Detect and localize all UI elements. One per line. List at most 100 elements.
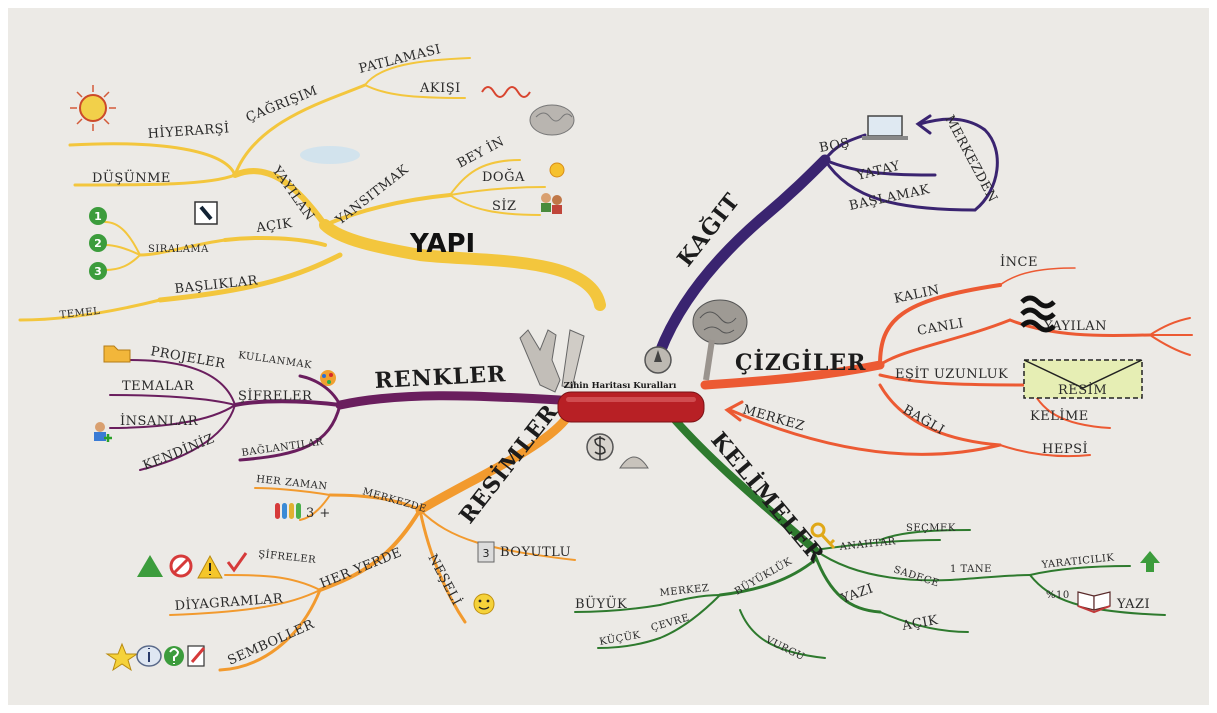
yapi-line-temel xyxy=(18,298,162,322)
pills-icon xyxy=(275,503,301,519)
label-insanlar: İNSANLAR xyxy=(120,412,199,429)
renkler-labels: RENKLER PROJELER KULLANMAK TEMALAR ŞİFRE… xyxy=(120,344,507,474)
kelimeler-line-buyuk xyxy=(574,604,661,613)
resimler-line-merkezde xyxy=(328,493,422,512)
kelimeler-line-yazi xyxy=(813,553,882,614)
yapi-line-dusunme xyxy=(73,173,237,187)
cizgiler-line-merkez xyxy=(728,408,1002,456)
help-icon xyxy=(164,646,184,666)
yapi-line-num2 xyxy=(104,244,141,256)
label-merkezde: MERKEZDE xyxy=(361,486,428,515)
brain-icon xyxy=(529,104,575,136)
kelimeler-line-buyukluk xyxy=(718,558,817,597)
kagit-labels: KAĞIT BOŞ YATAY BAŞLAMAK MERKEZDEN xyxy=(671,113,1000,272)
key-icon xyxy=(810,522,836,550)
resimler-line-her-zaman xyxy=(254,487,331,496)
yapi-line-basliklar xyxy=(157,252,343,303)
branch-cizgiler xyxy=(700,267,1193,458)
label-akisi: AKIŞI xyxy=(419,81,461,96)
arrow-up-icon xyxy=(1140,551,1160,572)
kelimeler-title: KELİMELER xyxy=(705,426,831,568)
checkmark-icon xyxy=(226,552,248,573)
label-boyutlu: BOYUTLU xyxy=(500,545,571,560)
cizgiler-fork-3 xyxy=(1149,334,1191,356)
resimler-icons: 3 xyxy=(105,503,495,672)
people-icon xyxy=(541,193,562,214)
label-merkez-k: MERKEZ xyxy=(659,583,710,599)
label-merkezden: MERKEZDEN xyxy=(941,113,1000,205)
resimler-line-semboller xyxy=(218,588,322,672)
label-semboller: SEMBOLLER xyxy=(226,617,318,669)
yapi-line-num3 xyxy=(104,254,141,271)
center-knife-shine xyxy=(566,397,696,402)
yapi-line-akisi xyxy=(364,84,466,99)
kagit-line-baslamak xyxy=(823,158,977,212)
kelimeler-line-cevre xyxy=(659,594,721,639)
label-acik: AÇIK xyxy=(254,216,293,236)
label-merkez-c: MERKEZ xyxy=(741,402,806,434)
label-sadece: SADECE xyxy=(892,564,940,589)
renkler-line-sifreler xyxy=(233,399,342,407)
kelimeler-line-vurgu xyxy=(739,609,826,659)
color-palette-icon xyxy=(320,370,336,386)
branch-kelimeler xyxy=(574,416,1166,659)
kelimeler-line-merkez xyxy=(659,594,721,606)
center-title: Zihin Haritası Kuralları xyxy=(564,381,677,391)
kelimeler-line-sadece xyxy=(814,549,951,582)
document-icon xyxy=(194,201,218,225)
resimler-line-threeplus xyxy=(299,494,331,521)
label-baslamak: BAŞLAMAK xyxy=(848,182,932,214)
label-kullanmak: KULLANMAK xyxy=(238,350,313,371)
water-ripple-icon xyxy=(300,146,360,164)
resimler-title: RESİMLER xyxy=(453,398,564,529)
renkler-line-baglantilar xyxy=(238,403,342,462)
kagit-main-line xyxy=(654,154,831,358)
yapi-line-siz xyxy=(449,194,541,216)
smiley-icon xyxy=(473,593,495,615)
label-doga: DOĞA xyxy=(482,168,525,185)
sun-burst-icon xyxy=(70,85,116,131)
label-resim: RESİM xyxy=(1058,381,1107,398)
yapi-line-beyin xyxy=(449,159,521,196)
edit-document-icon xyxy=(187,645,206,667)
cizgiler-title: ÇİZGİLER xyxy=(735,348,866,376)
label-dusunme: DÜŞÜNME xyxy=(92,169,171,186)
laptop-icon xyxy=(862,115,908,140)
label-sifreler-r: ŞİFRELER xyxy=(238,387,313,404)
yapi-line-num1 xyxy=(104,221,141,256)
label-cevre: ÇEVRE xyxy=(650,612,691,633)
renkler-line-temalar xyxy=(109,394,236,406)
resimler-line-neseli xyxy=(418,508,467,624)
cizgiler-icons: RESİM xyxy=(1020,295,1143,399)
resimler-labels: RESİMLER HER ZAMAN MERKEZDE 3 + ŞİFRELER… xyxy=(174,398,571,669)
label-yazi-2: YAZI xyxy=(1116,597,1150,612)
yapi-icons: 1 2 3 xyxy=(70,85,575,280)
yapi-trunk-up xyxy=(232,168,328,228)
label-her-yerde: HER YERDE xyxy=(318,545,404,592)
kelimeler-line-anahtar xyxy=(814,539,941,551)
yapi-line-cagrisim xyxy=(233,83,367,177)
cizgiler-line-yayilan xyxy=(1008,318,1152,338)
cizgiler-line-ince xyxy=(999,267,1076,286)
cizgiler-line-esit xyxy=(878,373,1032,387)
kagit-line-bos xyxy=(823,133,867,162)
kelimeler-line-tane xyxy=(949,574,1031,581)
label-secmek: SEÇMEK xyxy=(906,523,956,534)
cube-number: 3 xyxy=(483,547,490,560)
renkler-line-projeler xyxy=(129,359,236,406)
book-icon xyxy=(1077,591,1111,614)
label-anahtar: ANAHTAR xyxy=(838,536,896,553)
cizgiler-labels: ÇİZGİLER KALIN İNCE CANLI YAYILAN EŞİT U… xyxy=(735,253,1107,457)
resimler-line-sifreler xyxy=(224,574,321,591)
yapi-line-siralama xyxy=(138,238,227,257)
branch-kagit xyxy=(654,114,999,358)
resimler-main-line xyxy=(415,415,570,515)
yapi-line-acik xyxy=(223,235,327,247)
number-three-icon: 3 xyxy=(89,262,107,280)
renkler-line-kullanmak xyxy=(298,374,342,407)
number-two-text: 2 xyxy=(94,237,102,250)
center-knife-body xyxy=(557,391,705,423)
label-buyuk: BÜYÜK xyxy=(575,595,627,612)
